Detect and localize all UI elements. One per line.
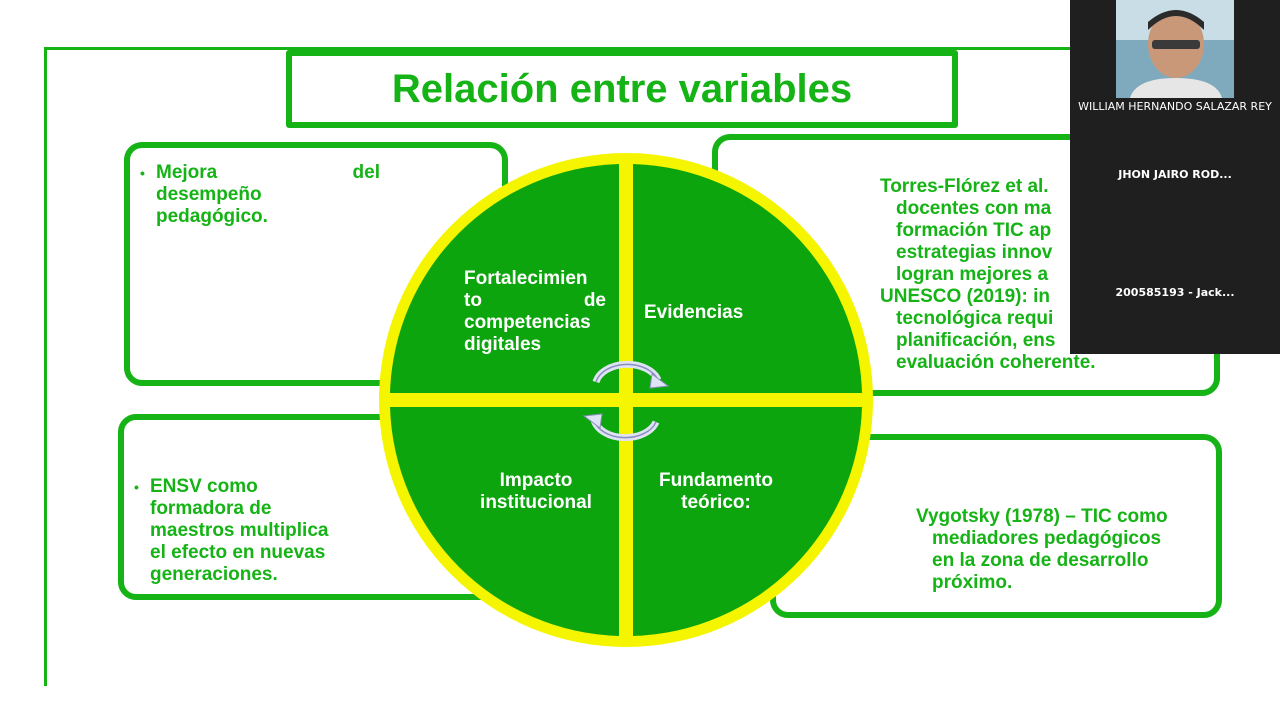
evidence-text: Torres-Flórez et al. docentes con ma for… [880,176,1096,373]
quadrant-bottom-left [390,407,619,636]
bullet-ensv: • ENSV como formadora de maestros multip… [134,476,329,585]
slide-title-box: Relación entre variables [286,50,958,128]
participant-name-3[interactable]: 200585193 - Jack... [1115,286,1235,299]
card-bottom-right: Vygotsky (1978) – TIC como mediadores pe… [770,434,1222,618]
slide-title: Relación entre variables [391,66,853,111]
participant-name-1: WILLIAM HERNANDO SALAZAR REY [1078,100,1272,113]
quadrant-top-left [390,164,619,393]
circle-outer-ring [379,153,873,647]
slide-frame-top [44,47,1074,50]
participant-avatar [1116,0,1234,98]
participant-name-2[interactable]: JHON JAIRO ROD... [1118,168,1232,181]
participants-panel: WILLIAM HERNANDO SALAZAR REY JHON JAIRO … [1070,0,1280,354]
quadrant-top-right [633,164,862,393]
participant-video[interactable] [1116,0,1234,98]
quadrant-label-competencias: Fortalecimien to de competencias digital… [464,268,606,355]
variables-circle: Fortalecimien to de competencias digital… [376,150,876,650]
quadrant-label-fundamento: Fundamento teórico: [659,470,773,513]
quadrant-label-impacto: Impacto institucional [480,470,592,513]
slide-frame-left [44,48,47,686]
circle-diagram [379,153,873,647]
vygotsky-text: Vygotsky (1978) – TIC como mediadores pe… [916,506,1168,593]
quadrant-bottom-right [633,407,862,636]
quadrant-label-evidencias: Evidencias [644,302,744,323]
bullet-mejora: • Mejora del desempeño pedagógico. [140,162,380,227]
